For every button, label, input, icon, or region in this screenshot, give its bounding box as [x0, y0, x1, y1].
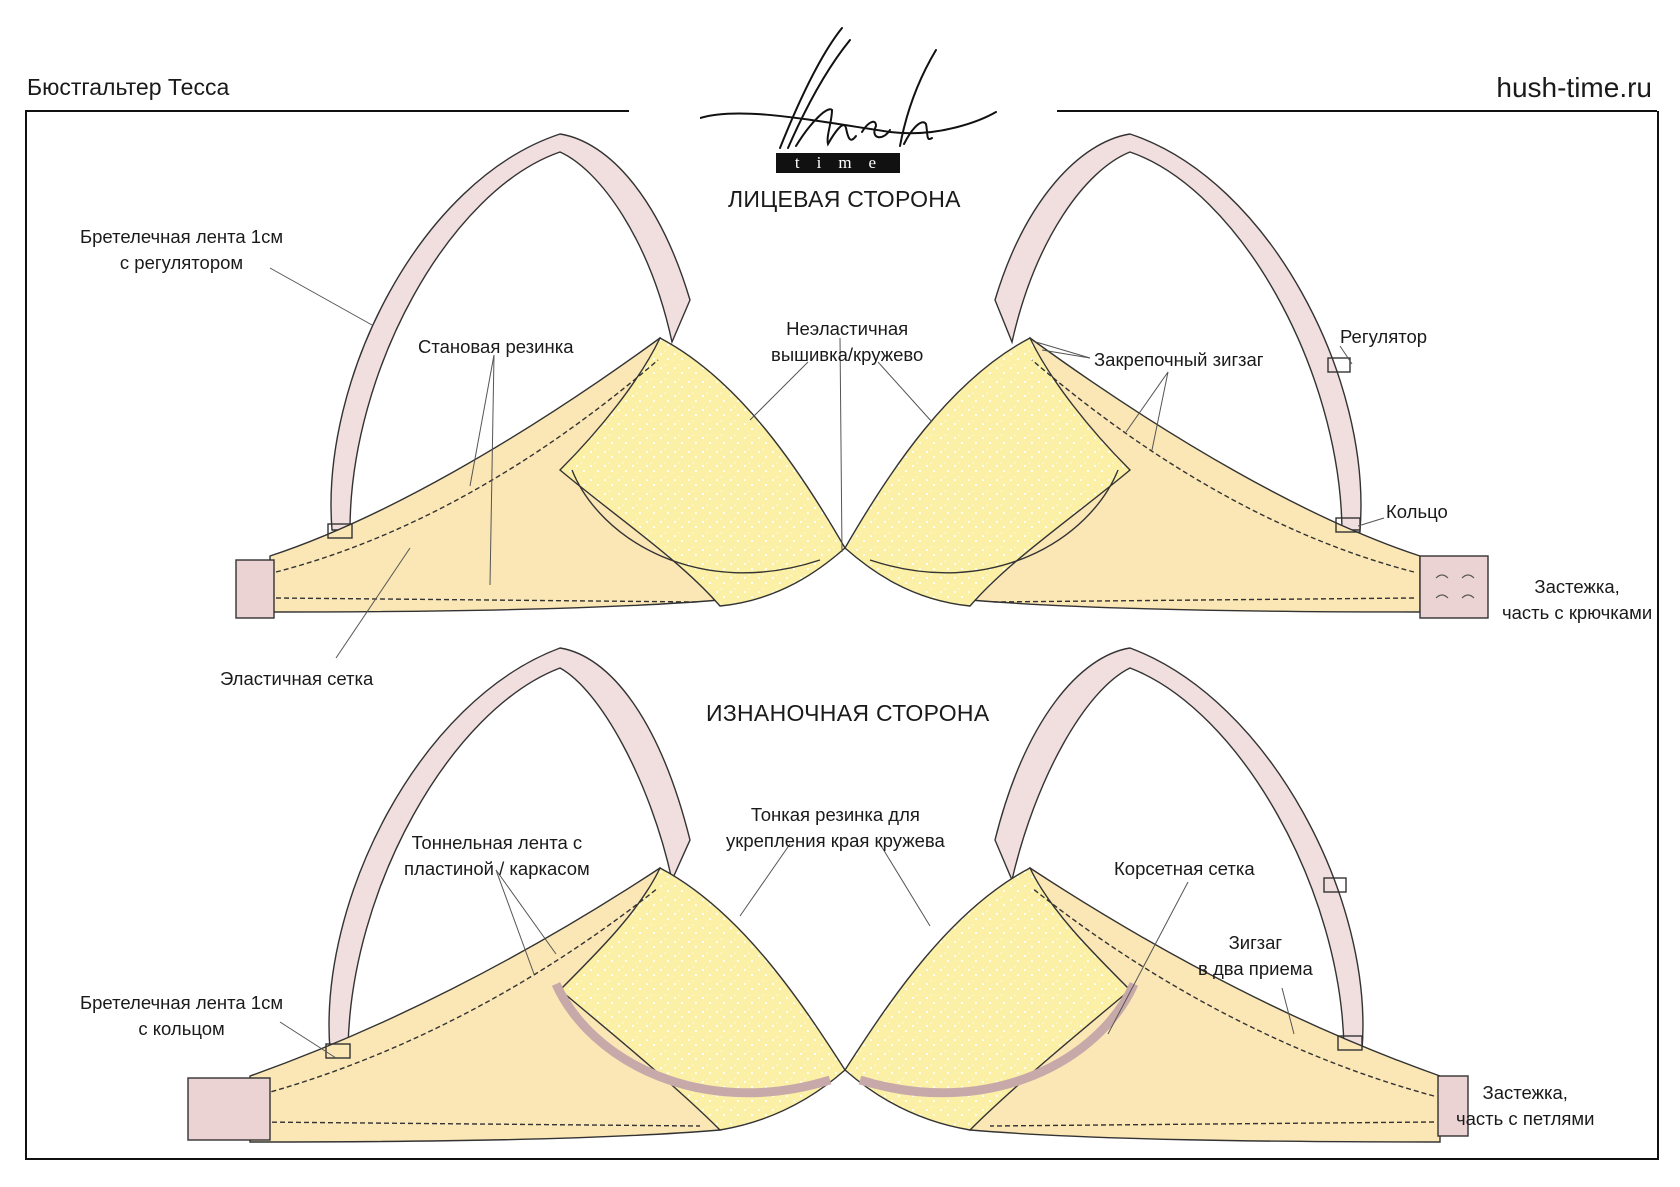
header-rule-right	[1057, 110, 1657, 112]
back-side-title: ИЗНАНОЧНАЯ СТОРОНА	[706, 700, 990, 726]
front-left-strap	[330, 133, 691, 531]
label-zigzag: Зигзаг в два приема	[1198, 930, 1313, 982]
front-left-tab	[235, 559, 275, 619]
label-hooks: Застежка, часть с крючками	[1502, 574, 1652, 626]
leader-lines	[269, 267, 1385, 1059]
label-line: Застежка,	[1534, 576, 1620, 597]
label-corset-mesh: Корсетная сетка	[1114, 858, 1255, 879]
label-line: часть с крючками	[1502, 602, 1653, 623]
back-left-cup	[558, 867, 846, 1131]
label-thin-elastic: Тонкая резинка для укрепления края круже…	[726, 802, 945, 854]
front-view	[235, 133, 1489, 619]
label-band-elastic: Становая резинка	[418, 336, 574, 357]
label-line: Бретелечная лента 1см	[80, 992, 284, 1013]
label-line: с регулятором	[119, 252, 244, 273]
logo-tag: time	[776, 153, 900, 173]
label-strap-regulator: Бретелечная лента 1см с регулятором	[80, 224, 283, 276]
label-strap-ring: Бретелечная лента 1см с кольцом	[80, 990, 283, 1042]
header-rule-left	[25, 110, 629, 112]
label-line: Зигзаг	[1228, 932, 1283, 953]
label-line: Тонкая резинка для	[750, 804, 920, 825]
front-right-strap	[994, 133, 1362, 531]
label-line: Застежка,	[1482, 1082, 1568, 1103]
label-line: вышивка/кружево	[771, 344, 924, 365]
label-ring: Кольцо	[1386, 501, 1448, 522]
back-right-hook-tab	[1437, 1075, 1469, 1137]
product-title: Бюстгальтер Тесса	[27, 74, 230, 100]
label-line: в два приема	[1198, 958, 1313, 979]
front-side-title: ЛИЦЕВАЯ СТОРОНА	[728, 186, 961, 212]
label-line: Тоннельная лента с	[411, 832, 583, 853]
front-right-regulator	[1327, 357, 1351, 373]
label-lace: Неэластичная вышивка/кружево	[771, 316, 923, 368]
label-line: с кольцом	[138, 1018, 225, 1039]
label-line: пластиной / каркасом	[404, 858, 590, 879]
label-tunnel-tape: Тоннельная лента с пластиной / каркасом	[404, 830, 590, 882]
front-left-ring	[327, 523, 353, 539]
back-right-cup	[844, 867, 1132, 1131]
frame-border	[25, 111, 1659, 1160]
back-right-regulator	[1323, 877, 1347, 893]
back-right-strap	[994, 647, 1364, 1051]
front-right-hook-tab	[1419, 555, 1489, 619]
label-line: Неэластичная	[786, 318, 909, 339]
front-left-cup	[558, 337, 846, 607]
label-eyes: Застежка, часть с петлями	[1456, 1080, 1594, 1132]
back-right-ring	[1337, 1035, 1363, 1051]
label-bartack: Закрепочный зигзаг	[1094, 349, 1264, 370]
label-line: Бретелечная лента 1см	[80, 226, 284, 247]
back-left-strap	[328, 647, 691, 1051]
back-view	[187, 647, 1469, 1143]
label-elastic-mesh: Эластичная сетка	[220, 668, 374, 689]
logo-mark	[700, 27, 997, 149]
label-line: укрепления края кружева	[726, 830, 945, 851]
back-left-eye-tab	[187, 1077, 271, 1141]
front-right-cup	[844, 337, 1132, 607]
label-line: часть с петлями	[1456, 1108, 1595, 1129]
site-url[interactable]: hush-time.ru	[1496, 72, 1652, 103]
label-regulator: Регулятор	[1340, 326, 1428, 347]
